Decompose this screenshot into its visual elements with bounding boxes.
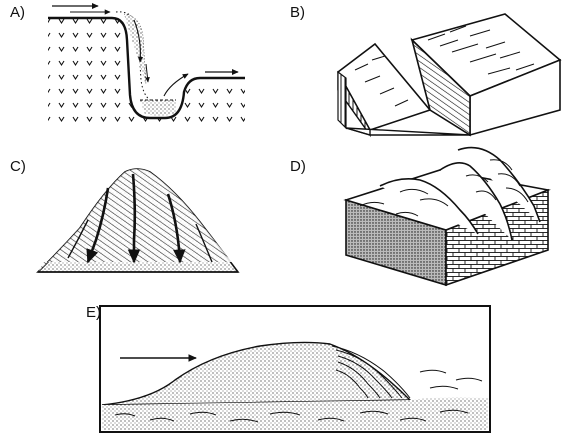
panel-e-dune-diagram (100, 306, 490, 432)
panel-a-waterfall-diagram (48, 6, 245, 130)
panel-c-cone-diagram (38, 169, 238, 272)
panel-b-fault-block (338, 14, 560, 135)
panel-d-ridge-block (346, 148, 548, 285)
